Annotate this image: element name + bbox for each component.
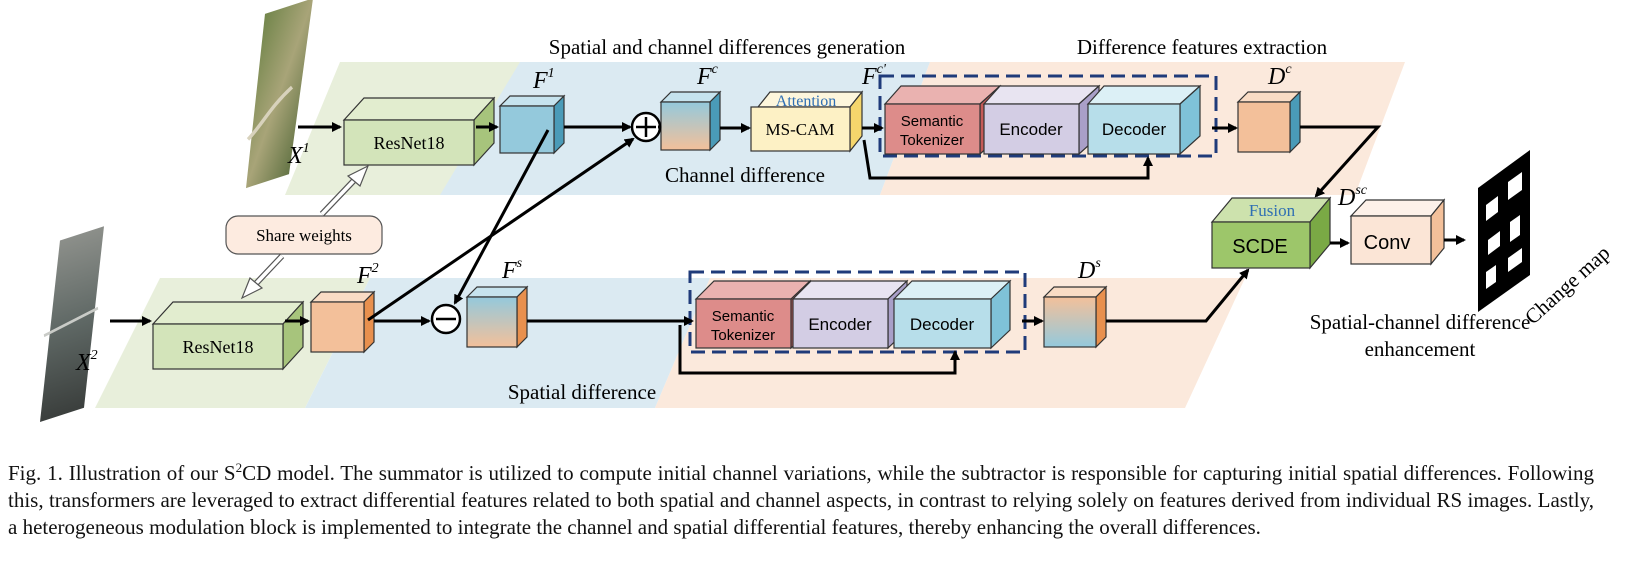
feature-f2-cube [309, 290, 376, 354]
spatial-difference-label: Spatial difference [508, 380, 656, 404]
sum-operator [630, 111, 662, 143]
s2cd-architecture-diagram: Spatial and channel differences generati… [40, 0, 1615, 423]
feature-ds-cube [1042, 285, 1108, 349]
svg-text:X1: X1 [287, 141, 310, 169]
svg-text:X2: X2 [75, 348, 98, 376]
share-weights-arrows [240, 164, 370, 300]
bottom-semantic-tokenizer: Semantic Tokenizer [694, 279, 812, 350]
top-decoder: Decoder [1086, 84, 1202, 156]
conv-block: Conv [1349, 198, 1446, 266]
feature-fs-cube [465, 285, 529, 349]
bottom-decoder-label: Decoder [910, 315, 975, 334]
region-title-extraction: Difference features extraction [1077, 35, 1328, 59]
dsc-label: Dsc [1337, 183, 1368, 211]
bottom-decoder: Decoder [892, 279, 1012, 350]
attention-label: Attention [776, 93, 836, 110]
top-encoder: Encoder [982, 84, 1101, 156]
scde-block: Fusion SCDE [1210, 196, 1332, 270]
share-weights-label: Share weights [256, 226, 352, 245]
bottom-tokenizer-label-1: Semantic [712, 308, 775, 325]
input-image-x1 [246, 0, 313, 189]
fc-prime-label: Fc' [861, 62, 887, 90]
x1-label: X1 [287, 141, 310, 169]
feature-f1-cube [498, 94, 566, 155]
caption-prefix: Fig. 1. Illustration of our S [8, 461, 236, 485]
share-weights-box: Share weights [225, 215, 383, 255]
feature-dc-cube [1236, 90, 1302, 154]
resnet-block-bottom: ResNet18 [151, 300, 305, 371]
top-tokenizer-label-1: Semantic [901, 113, 964, 130]
bottom-encoder: Encoder [791, 279, 909, 350]
top-semantic-tokenizer: Semantic Tokenizer [883, 84, 1002, 156]
input-image-x2 [40, 226, 104, 423]
resnet-block-top: ResNet18 [342, 96, 496, 167]
dc-label: Dc [1267, 62, 1292, 90]
subtract-operator [430, 303, 462, 335]
change-map-image [1478, 150, 1530, 312]
fc-label: Fc [696, 62, 719, 90]
resnet-top-label: ResNet18 [374, 133, 445, 153]
fusion-label: Fusion [1249, 201, 1296, 220]
enhancement-label-line2: enhancement [1365, 337, 1476, 361]
conv-label: Conv [1364, 232, 1411, 254]
figure-caption: Fig. 1. Illustration of our S2CD model. … [8, 454, 1594, 541]
channel-difference-label: Channel difference [665, 163, 825, 187]
flow-arrows [110, 122, 1466, 375]
fs-label: Fs [501, 256, 523, 284]
bottom-transformer-dashed-box [688, 270, 1027, 354]
x2-label: X2 [75, 348, 98, 376]
top-tokenizer-label-2: Tokenizer [900, 132, 964, 149]
top-transformer-dashed-box [878, 74, 1218, 158]
ms-cam-block: Attention MS-CAM [750, 90, 864, 153]
bottom-tokenizer-label-2: Tokenizer [711, 327, 775, 344]
resnet-bottom-label: ResNet18 [183, 337, 254, 357]
ds-label: Ds [1077, 256, 1101, 284]
scde-label: SCDE [1232, 236, 1288, 258]
caption-text: CD model. The summator is utilized to co… [8, 461, 1594, 539]
bottom-encoder-label: Encoder [808, 315, 872, 334]
feature-fc-cube [659, 90, 722, 152]
f2-label: F2 [356, 261, 379, 289]
f1-label: F1 [532, 66, 555, 94]
ms-cam-label: MS-CAM [766, 120, 835, 139]
change-map-label: Change map [1520, 241, 1615, 329]
caption-sup: 2 [235, 460, 243, 475]
top-decoder-label: Decoder [1102, 120, 1167, 139]
enhancement-label-line1: Spatial-channel difference [1310, 310, 1531, 334]
top-encoder-label: Encoder [999, 120, 1063, 139]
region-title-generation: Spatial and channel differences generati… [549, 35, 906, 59]
